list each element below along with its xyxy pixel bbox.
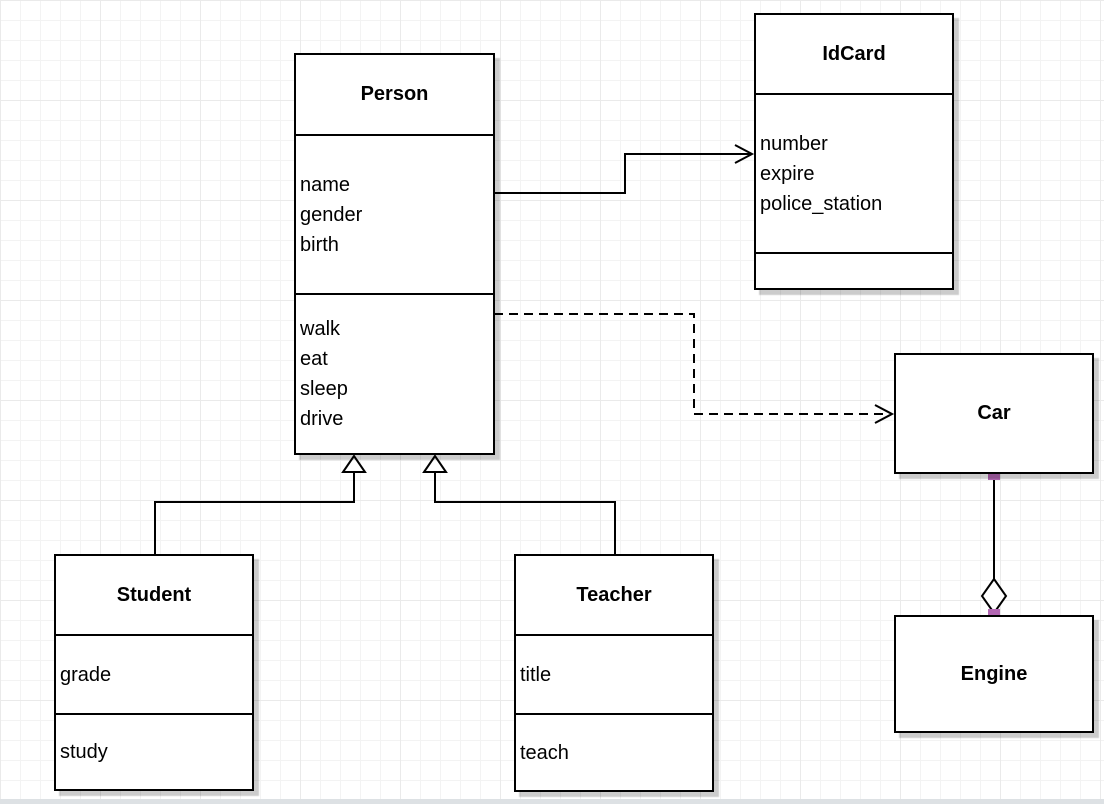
attribute: gender	[300, 203, 363, 226]
class-student[interactable]: Student grade study	[54, 554, 254, 791]
method: walk	[300, 318, 341, 340]
attribute: police_station	[760, 192, 883, 215]
attribute: name	[300, 173, 351, 196]
hollow-triangle-icon	[422, 454, 448, 473]
method: study	[60, 741, 108, 763]
class-teacher-methods: teach	[516, 713, 712, 790]
class-student-methods: study	[56, 713, 252, 789]
class-engine-title: Engine	[960, 662, 1028, 685]
class-student-title: Student	[116, 583, 192, 606]
canvas-bottom-edge	[0, 799, 1104, 804]
hollow-diamond-icon	[980, 577, 1008, 615]
class-teacher[interactable]: Teacher title teach	[514, 554, 714, 792]
class-idcard-methods	[756, 252, 952, 288]
class-person-title: Person	[360, 83, 429, 105]
class-student-attributes: grade	[56, 634, 252, 713]
class-idcard-title: IdCard	[822, 42, 886, 65]
open-arrow-icon	[734, 144, 755, 164]
method: sleep	[300, 378, 348, 400]
class-idcard-attributes: number expire police_station	[756, 93, 952, 252]
class-person-methods: walk eat sleep drive	[296, 293, 493, 453]
edge-student-person-generalization[interactable]	[154, 454, 367, 554]
class-idcard[interactable]: IdCard number expire police_station	[754, 13, 954, 290]
hollow-triangle-icon	[341, 454, 367, 473]
edge-teacher-person-generalization[interactable]	[422, 454, 616, 554]
attribute: title	[520, 663, 552, 686]
attribute: birth	[300, 233, 339, 256]
class-car[interactable]: Car	[894, 353, 1094, 474]
attribute: number	[760, 132, 828, 155]
class-person[interactable]: Person name gender birth walk eat sleep …	[294, 53, 495, 455]
class-teacher-attributes: title	[516, 634, 712, 713]
attribute: grade	[60, 663, 112, 686]
class-person-attributes: name gender birth	[296, 134, 493, 293]
attribute: expire	[760, 162, 815, 185]
edge-person-car-dependency[interactable]	[494, 313, 895, 424]
class-engine[interactable]: Engine	[894, 615, 1094, 733]
method: teach	[520, 741, 569, 764]
open-arrow-icon	[874, 404, 895, 424]
class-teacher-title: Teacher	[576, 583, 652, 606]
method: drive	[300, 408, 344, 430]
edge-car-engine-aggregation[interactable]	[980, 468, 1008, 621]
class-car-title: Car	[977, 402, 1011, 424]
method: eat	[300, 348, 328, 370]
edge-person-idcard-association[interactable]	[494, 144, 755, 194]
